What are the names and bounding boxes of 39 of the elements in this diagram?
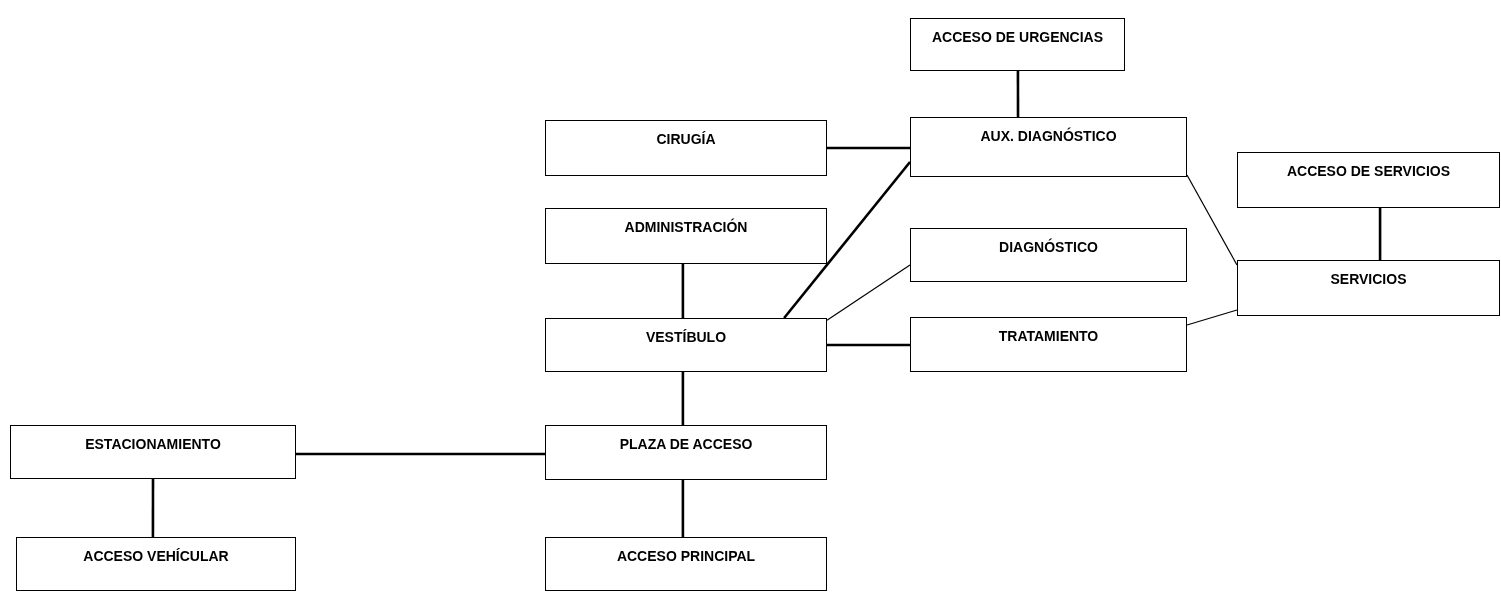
process-box	[910, 117, 1187, 177]
process-box	[910, 317, 1187, 372]
connector-line	[827, 146, 910, 150]
connector-line	[296, 452, 545, 456]
box-label: ESTACIONAMIENTO	[85, 436, 221, 453]
box-label: ADMINISTRACIÓN	[624, 219, 748, 236]
process-box	[545, 120, 827, 176]
connector-line	[1186, 174, 1238, 266]
box-label: ACCESO VEHÍCULAR	[83, 548, 229, 565]
process-box	[1237, 152, 1500, 208]
connector-line	[681, 264, 685, 318]
process-box	[910, 228, 1187, 282]
process-box	[545, 208, 827, 264]
process-box	[545, 537, 827, 591]
process-box	[1237, 260, 1500, 316]
box-label: CIRUGÍA	[656, 131, 716, 148]
process-box	[10, 425, 296, 479]
box-label: ACCESO PRINCIPAL	[616, 548, 756, 565]
connector-line	[827, 343, 910, 347]
connector-line	[826, 264, 911, 321]
box-label: DIAGNÓSTICO	[999, 239, 1098, 256]
box-label: AUX. DIAGNÓSTICO	[980, 128, 1117, 145]
box-label: ACCESO DE URGENCIAS	[931, 29, 1104, 46]
box-label: VESTÍBULO	[645, 329, 727, 346]
box-label: SERVICIOS	[1330, 271, 1407, 288]
connector-line	[1186, 309, 1238, 326]
connector-line	[681, 480, 685, 537]
box-label: PLAZA DE ACCESO	[619, 436, 753, 453]
connector-line	[151, 479, 155, 537]
process-box	[910, 18, 1125, 71]
box-label: TRATAMIENTO	[998, 328, 1099, 345]
connector-line	[1378, 208, 1382, 260]
box-label: ACCESO DE SERVICIOS	[1286, 163, 1451, 180]
process-box	[545, 318, 827, 372]
connector-line	[681, 372, 685, 425]
connector-line	[1016, 71, 1020, 117]
process-box	[16, 537, 296, 591]
connector-line	[783, 161, 911, 319]
process-box	[545, 425, 827, 480]
